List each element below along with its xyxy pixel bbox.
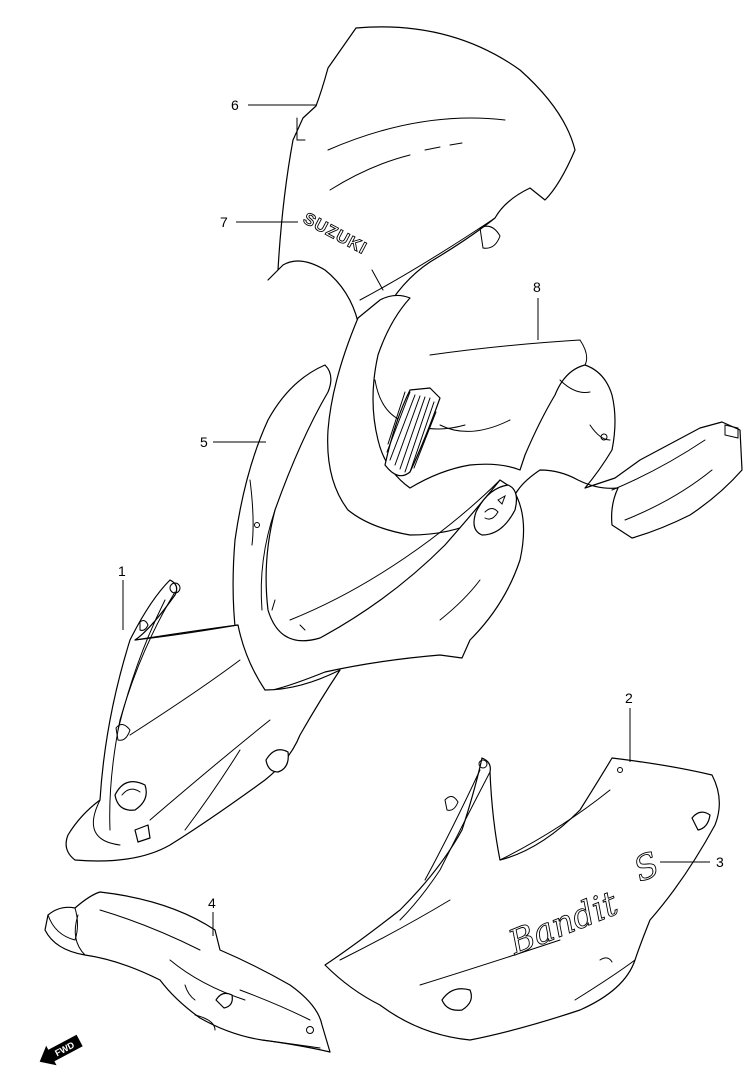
inner-cowling-part[interactable] xyxy=(327,294,743,539)
windscreen-part[interactable] xyxy=(267,26,576,336)
lower-cowling-left-part[interactable] xyxy=(65,579,341,862)
under-cowling-part[interactable] xyxy=(44,891,331,1053)
callout-7: 7 xyxy=(220,214,228,230)
callout-6: 6 xyxy=(231,97,239,113)
callout-5: 5 xyxy=(200,434,208,450)
callout-4: 4 xyxy=(208,895,216,911)
callout-3: 3 xyxy=(716,854,724,870)
callout-numbers: 6 7 8 5 1 2 3 4 xyxy=(118,97,724,911)
leader-lines xyxy=(122,104,710,936)
bandit-emblem-s: S xyxy=(628,845,665,891)
fwd-arrow-icon xyxy=(39,1034,83,1066)
fwd-arrow: FWD xyxy=(39,1034,83,1066)
headlight-cowling-part[interactable] xyxy=(232,364,525,693)
lower-cowling-right-part[interactable] xyxy=(324,757,720,1041)
callout-2: 2 xyxy=(625,690,633,706)
callout-1: 1 xyxy=(118,563,126,579)
callout-8: 8 xyxy=(533,279,541,295)
